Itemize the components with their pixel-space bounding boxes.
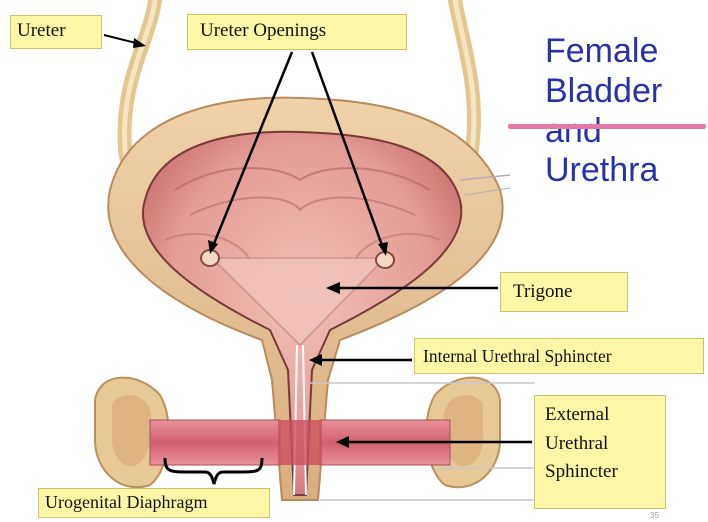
label-urogenital-diaphragm: Urogenital Diaphragm — [38, 488, 270, 518]
title-line-2: Bladder — [545, 72, 705, 112]
label-external-line3: Sphincter — [545, 458, 655, 487]
label-external-urethral-sphincter: External Urethral Sphincter — [534, 395, 666, 509]
label-ureter: Ureter — [10, 15, 102, 49]
title-line-3: and — [545, 112, 705, 152]
label-external-line1: External — [545, 401, 655, 430]
label-ureter-openings: Ureter Openings — [187, 14, 407, 50]
page-number: 35 — [650, 511, 659, 520]
external-sphincter-band — [278, 420, 322, 465]
label-external-line2: Urethral — [545, 430, 655, 459]
diagram-title: Female Bladder and Urethra — [545, 32, 705, 191]
label-internal-urethral-sphincter: Internal Urethral Sphincter — [414, 338, 704, 374]
title-line-1: Female — [545, 32, 705, 72]
title-underline — [508, 124, 706, 129]
label-trigone: Trigone — [500, 272, 628, 312]
title-line-4: Urethra — [545, 151, 705, 191]
